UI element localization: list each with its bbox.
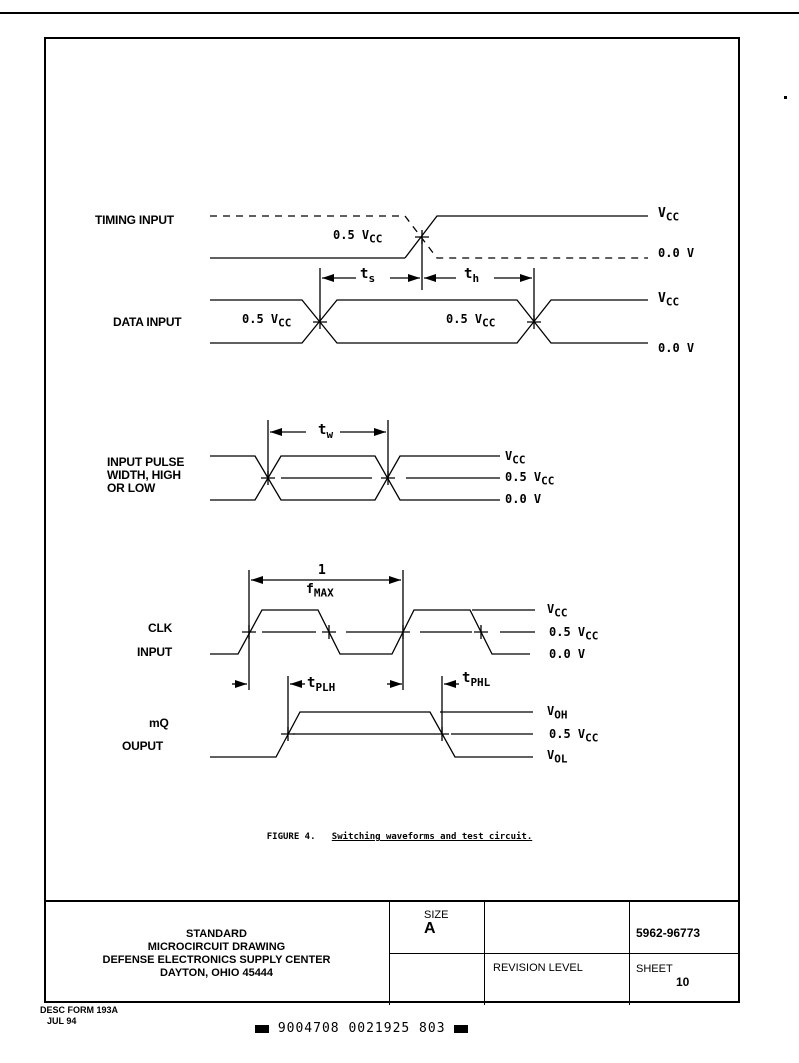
level-half-vcc-5: 0.5 VCC bbox=[549, 625, 599, 643]
data-crossing-mark-1 bbox=[313, 315, 327, 329]
mq-crossing-2 bbox=[435, 727, 449, 741]
data-input-upper bbox=[210, 299, 648, 344]
fmax-arrowhead-left bbox=[251, 576, 263, 584]
label-input-pulse-1: INPUT PULSE bbox=[107, 455, 185, 469]
barcode-line: 9004708 0021925 803 bbox=[255, 1021, 469, 1036]
drawing-number: 5962-96773 bbox=[636, 926, 701, 940]
level-vol: VOL bbox=[547, 748, 568, 766]
revision-label: REVISION LEVEL bbox=[493, 962, 583, 974]
barcode-block-right bbox=[454, 1024, 469, 1033]
th-arrowhead-left bbox=[424, 274, 436, 282]
mq-wave bbox=[210, 711, 533, 758]
label-input-pulse-2: WIDTH, HIGH bbox=[107, 468, 181, 482]
clk-crossing-1 bbox=[242, 625, 256, 639]
level-voh: VOH bbox=[547, 704, 568, 722]
barcode-text: 9004708 0021925 803 bbox=[277, 1021, 446, 1036]
label-input-pulse-3: OR LOW bbox=[107, 481, 156, 495]
form-number: DESC FORM 193A bbox=[40, 1005, 119, 1015]
level-zero-1: 0.0 V bbox=[658, 246, 695, 260]
data-input-lower bbox=[210, 299, 648, 344]
level-vcc-4: VCC bbox=[547, 602, 568, 620]
pulse-wave-a bbox=[210, 455, 500, 501]
tphl-arrowhead bbox=[444, 680, 456, 688]
org-line-2: MICROCIRCUIT DRAWING bbox=[147, 941, 286, 953]
ts-arrowhead-right bbox=[408, 274, 420, 282]
ts-arrowhead-left bbox=[322, 274, 334, 282]
timing-crossing-mark bbox=[415, 230, 429, 244]
tplh-arrowhead-a bbox=[235, 680, 247, 688]
level-half-vcc-4: 0.5 VCC bbox=[505, 470, 555, 488]
level-vcc-1: VCC bbox=[658, 206, 680, 224]
level-half-vcc-2: 0.5 VCC bbox=[242, 312, 292, 330]
param-tplh: tPLH bbox=[307, 675, 336, 694]
figure-caption: FIGURE 4. Switching waveforms and test c… bbox=[0, 832, 799, 842]
clk-crossing-3 bbox=[396, 625, 410, 639]
param-tphl: tPHL bbox=[462, 670, 491, 689]
tw-arrowhead-left bbox=[270, 428, 282, 436]
title-block: STANDARD MICROCIRCUIT DRAWING DEFENSE EL… bbox=[44, 900, 740, 1005]
blank-cell bbox=[485, 902, 630, 954]
label-clk: CLK bbox=[148, 621, 173, 635]
tplh-arrowhead-b bbox=[290, 680, 302, 688]
label-mq-output: OUPUT bbox=[122, 739, 164, 753]
level-vcc-2: VCC bbox=[658, 291, 680, 309]
tplh-arrowhead-c bbox=[390, 680, 402, 688]
pulse-wave-b bbox=[210, 455, 500, 501]
fmax-arrowhead-right bbox=[389, 576, 401, 584]
revision-cell: REVISION LEVEL bbox=[485, 954, 630, 1005]
size-value: A bbox=[424, 920, 436, 937]
timing-input-fall-dashed bbox=[404, 215, 648, 259]
mq-crossing-1 bbox=[281, 727, 295, 741]
margin-dot bbox=[784, 96, 787, 99]
timing-input-rise bbox=[404, 215, 648, 259]
pulse-crossing-2 bbox=[381, 471, 395, 485]
size-lower-cell bbox=[390, 954, 485, 1005]
label-data-input: DATA INPUT bbox=[113, 315, 182, 329]
figure-caption-text: Switching waveforms and test circuit. bbox=[331, 832, 533, 842]
clk-crossing-2 bbox=[322, 625, 336, 639]
tw-arrowhead-right bbox=[374, 428, 386, 436]
level-zero-3: 0.0 V bbox=[505, 492, 542, 506]
sheet-value: 10 bbox=[676, 975, 690, 989]
title-block-org: STANDARD MICROCIRCUIT DRAWING DEFENSE EL… bbox=[44, 902, 390, 1005]
org-line-4: DAYTON, OHIO 45444 bbox=[159, 967, 274, 979]
label-timing-input: TIMING INPUT bbox=[95, 213, 174, 227]
sheet-cell: SHEET 10 bbox=[630, 954, 740, 1005]
level-half-vcc-3: 0.5 VCC bbox=[446, 312, 496, 330]
label-mq: mQ bbox=[149, 716, 169, 730]
level-zero-2: 0.0 V bbox=[658, 341, 695, 355]
level-half-vcc-1: 0.5 VCC bbox=[333, 228, 383, 246]
param-tw: tw bbox=[318, 422, 334, 441]
drawing-number-cell: 5962-96773 bbox=[630, 902, 740, 954]
param-fmax-numerator: 1 bbox=[318, 563, 326, 578]
level-zero-4: 0.0 V bbox=[549, 647, 586, 661]
param-fmax: fMAX bbox=[306, 582, 334, 600]
form-date: JUL 94 bbox=[47, 1016, 77, 1026]
barcode-block-left bbox=[255, 1024, 269, 1033]
param-th: th bbox=[464, 266, 480, 285]
level-half-vcc-6: 0.5 VCC bbox=[549, 727, 599, 745]
org-line-1: STANDARD bbox=[186, 928, 247, 940]
th-arrowhead-right bbox=[520, 274, 532, 282]
drawing-frame bbox=[44, 37, 740, 1003]
level-vcc-3: VCC bbox=[505, 449, 526, 467]
pulse-crossing-1 bbox=[261, 471, 275, 485]
figure-caption-prefix: FIGURE 4. bbox=[266, 832, 316, 842]
org-line-3: DEFENSE ELECTRONICS SUPPLY CENTER bbox=[102, 954, 331, 966]
label-clk-input: INPUT bbox=[137, 645, 173, 659]
sheet-label: SHEET bbox=[636, 963, 673, 975]
top-rule bbox=[0, 12, 799, 14]
clk-crossing-4 bbox=[474, 625, 488, 639]
size-cell: SIZE A bbox=[390, 902, 485, 954]
data-crossing-mark-2 bbox=[527, 315, 541, 329]
param-ts: ts bbox=[360, 266, 376, 285]
size-label: SIZE bbox=[424, 909, 449, 921]
